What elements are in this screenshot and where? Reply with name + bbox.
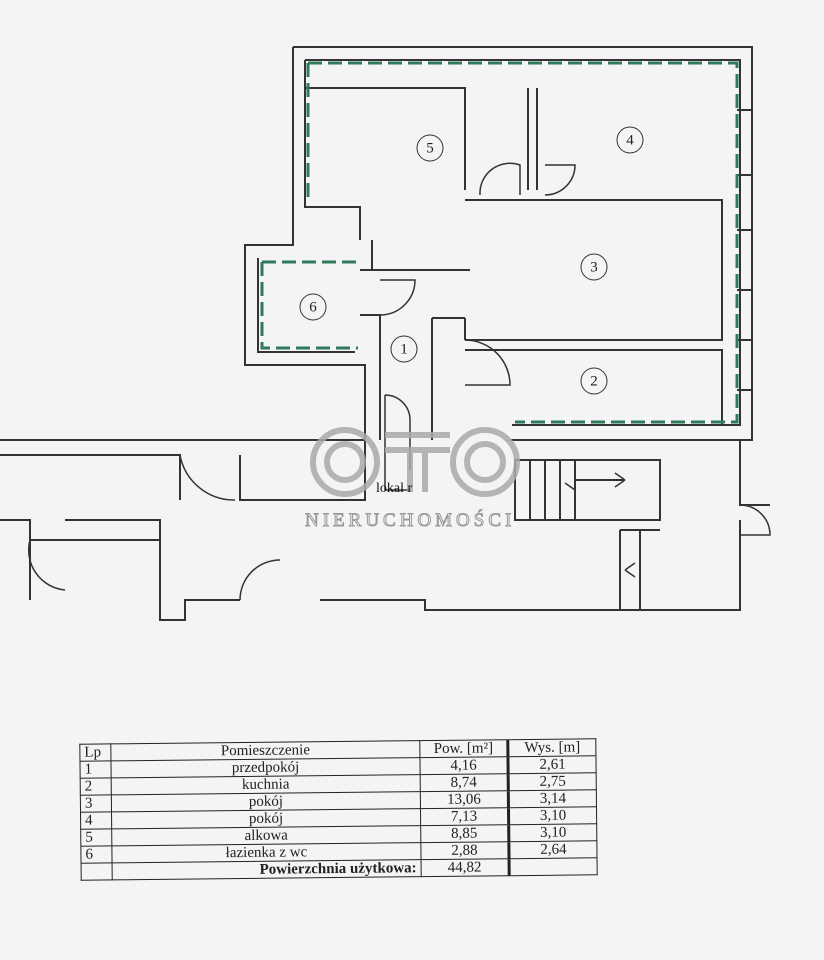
watermark-logo xyxy=(310,427,520,497)
room-markers: 5 4 3 6 1 2 xyxy=(299,126,644,395)
cell-height: 2,75 xyxy=(508,772,597,791)
room-number-5: 5 xyxy=(426,140,434,156)
cell-area: 7,13 xyxy=(420,807,509,826)
room-number-4: 4 xyxy=(626,132,634,148)
cell-height: 3,10 xyxy=(508,806,597,825)
cell-area: 8,85 xyxy=(420,824,509,843)
cell-height: 2,64 xyxy=(508,840,598,859)
watermark-text: NIERUCHOMOŚCI xyxy=(304,510,516,532)
cell-lp: 2 xyxy=(80,777,112,796)
cell-lp: 6 xyxy=(80,845,113,864)
total-label: Powierzchnia użytkowa: xyxy=(112,859,422,880)
cell-lp: 5 xyxy=(80,828,112,847)
cell-lp: 1 xyxy=(79,760,112,779)
room-number-1: 1 xyxy=(400,341,408,357)
cell-area: 8,74 xyxy=(420,773,509,792)
cell-height: 3,14 xyxy=(508,789,597,808)
walls xyxy=(0,46,770,621)
header-height: Wys. [m] xyxy=(507,738,596,757)
header-lp: Lp xyxy=(79,743,111,762)
cell-area: 13,06 xyxy=(420,790,509,809)
cell-area: 2,88 xyxy=(420,841,510,860)
cell-lp: 3 xyxy=(80,794,112,813)
room-number-3: 3 xyxy=(590,259,598,275)
cell-area: 4,16 xyxy=(419,756,509,775)
unit-label: lokal r xyxy=(376,481,413,496)
cell-lp: 4 xyxy=(80,811,112,830)
doors xyxy=(27,162,771,601)
header-area: Pow. [m²] xyxy=(419,739,508,758)
usable-area-boundary xyxy=(260,61,739,424)
room-number-6: 6 xyxy=(309,299,317,315)
total-value: 44,82 xyxy=(421,858,510,877)
cell-height: 2,61 xyxy=(507,755,597,774)
cell-height: 3,10 xyxy=(508,823,597,842)
floor-plan: 5 4 3 6 1 2 xyxy=(0,46,771,621)
room-number-2: 2 xyxy=(590,373,598,389)
